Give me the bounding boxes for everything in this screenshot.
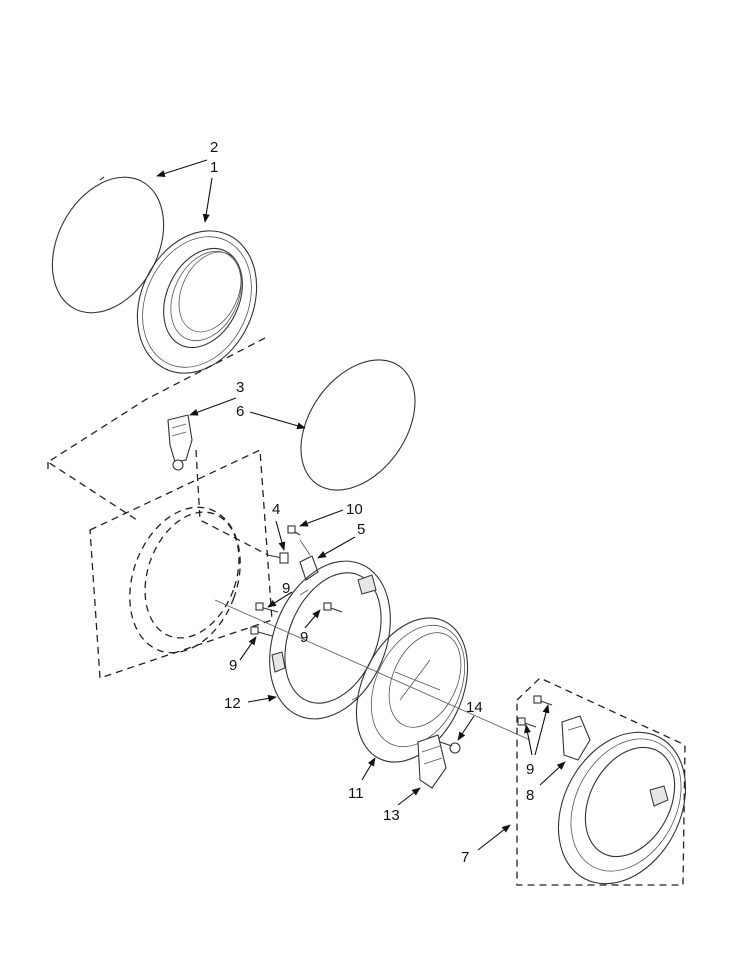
part-7-door-assembly bbox=[516, 677, 687, 886]
callout-11: 11 bbox=[348, 785, 364, 802]
assembly-axis-line bbox=[214, 599, 531, 741]
callout-9-upper: 9 bbox=[282, 580, 290, 597]
part-13-latch bbox=[417, 734, 447, 789]
part-9-screw-upper bbox=[255, 602, 279, 613]
part-12-inner-door-frame bbox=[269, 560, 391, 720]
fasteners-group bbox=[250, 525, 343, 637]
leader-lines bbox=[156, 159, 566, 851]
callout-9-door: 9 bbox=[526, 761, 534, 778]
part-5-clip bbox=[299, 539, 319, 581]
part-9-screws-door bbox=[517, 695, 553, 728]
callout-10: 10 bbox=[346, 501, 363, 518]
part-8-handle bbox=[561, 715, 591, 761]
part-4-screw bbox=[267, 552, 289, 564]
callout-6: 6 bbox=[236, 403, 244, 420]
callout-13: 13 bbox=[383, 807, 400, 824]
callout-1: 1 bbox=[210, 159, 218, 176]
callout-labels: 2 1 3 6 4 10 5 9 9 9 12 14 9 8 11 13 7 bbox=[210, 139, 534, 866]
callout-8: 8 bbox=[526, 787, 534, 804]
callout-4: 4 bbox=[272, 501, 280, 518]
callout-9-lower: 9 bbox=[229, 657, 237, 674]
part-14-screw bbox=[439, 741, 461, 754]
callout-9-middle: 9 bbox=[300, 629, 308, 646]
callout-7: 7 bbox=[461, 849, 469, 866]
part-2-door-glass bbox=[51, 176, 165, 314]
assembly-guide-lines bbox=[46, 337, 266, 523]
callout-2: 2 bbox=[210, 139, 218, 156]
front-panel-dashed bbox=[89, 449, 273, 679]
part-1-outer-door-ring bbox=[136, 230, 258, 374]
part-9-screw-middle bbox=[323, 602, 343, 613]
part-9-screw-lower bbox=[250, 626, 273, 637]
part-10-screw bbox=[287, 525, 301, 536]
callout-3: 3 bbox=[236, 379, 244, 396]
part-6-inner-glass bbox=[300, 359, 416, 491]
callout-5: 5 bbox=[357, 521, 365, 538]
callout-14: 14 bbox=[466, 699, 483, 716]
part-11-inner-door bbox=[355, 617, 469, 763]
part-3-hinge bbox=[167, 414, 193, 471]
callout-12: 12 bbox=[224, 695, 241, 712]
